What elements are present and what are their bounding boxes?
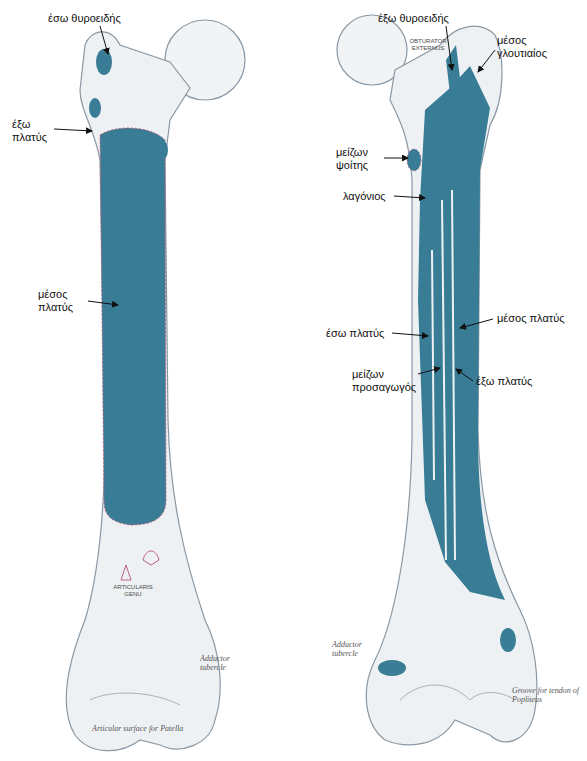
muscle-label: μέσος γλουτιαίος <box>497 34 569 60</box>
leader-lines <box>54 26 495 381</box>
muscle-label: έξω πλατύς <box>476 375 556 388</box>
bone-feature-label: Adductor tubercle <box>332 640 372 658</box>
muscle-label: μείζων προσαγωγός <box>352 368 418 394</box>
muscle-label: μέσος πλατύς <box>38 288 88 314</box>
bone-feature-label: Groove for tendon of Popliteus <box>512 686 580 704</box>
muscle-label: έσω θυροειδής <box>48 12 138 25</box>
bone-feature-label: Adductor tubercle <box>200 654 248 672</box>
muscle-label: έσω πλατύς <box>326 327 396 340</box>
bone-feature-label: ARTICULARIS GENU <box>110 584 156 598</box>
muscle-label: μέσος πλατύς <box>497 312 582 325</box>
muscle-label: λαγόνιος <box>343 190 403 203</box>
bone-feature-label: Articular surface for Patella <box>92 724 202 733</box>
muscle-label: έξω θυροειδής <box>378 12 468 25</box>
muscle-label: έξω πλατύς <box>12 118 54 144</box>
muscle-label: μείζων ψοίτης <box>336 146 384 172</box>
bone-feature-label: OBTURATOR EXTERNUS <box>398 38 458 52</box>
femur-anterior <box>66 20 245 751</box>
